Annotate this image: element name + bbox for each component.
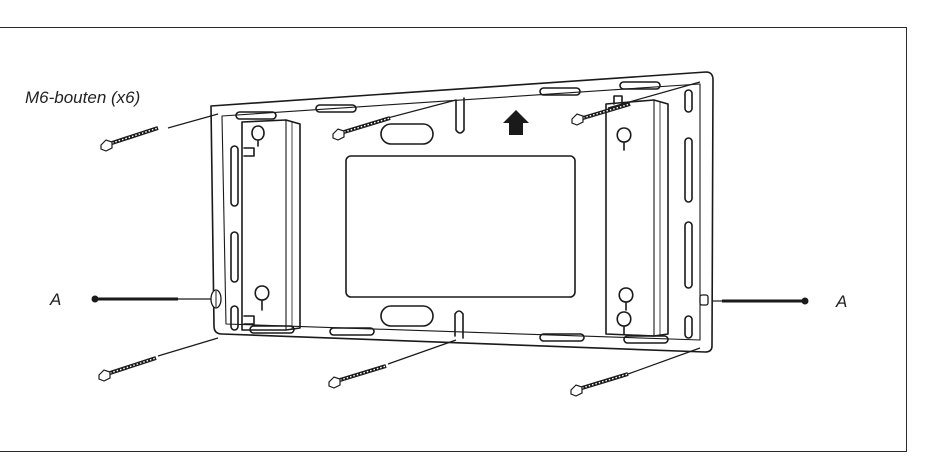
right-keyhole-mid — [618, 287, 634, 311]
frame-bottom-border — [0, 451, 907, 452]
pin-icon — [91, 289, 222, 309]
left-keyhole-bottom — [254, 285, 270, 311]
top-edge-slot — [539, 87, 581, 96]
bolt-icon — [100, 126, 159, 152]
leader-line — [167, 113, 219, 129]
pin-icon — [699, 294, 809, 306]
bottom-edge-slot — [623, 335, 669, 344]
right-side-slot — [684, 221, 693, 289]
top-center-notch — [455, 97, 465, 134]
upper-slot — [380, 123, 434, 145]
top-edge-slot — [315, 104, 357, 113]
leader-line — [607, 81, 701, 109]
right-keyhole-top — [616, 127, 632, 151]
left-side-slot — [230, 305, 239, 331]
left-side-slot — [230, 231, 239, 283]
left-rail-hook-bottom — [243, 315, 255, 325]
leader-line — [379, 99, 457, 121]
right-side-slot — [684, 315, 693, 339]
leader-line — [387, 339, 457, 365]
bracket-plate-outline — [210, 71, 714, 353]
pin-a-right-label: A — [836, 292, 848, 311]
top-edge-slot — [235, 111, 277, 120]
lower-slot — [380, 305, 434, 327]
right-side-slot — [684, 137, 693, 203]
bolt-icon — [571, 102, 631, 126]
bolt-icon — [332, 116, 391, 141]
top-edge-slot — [619, 81, 661, 90]
left-keyhole-top — [251, 125, 265, 147]
bolt-icon — [98, 356, 157, 382]
frame-right-border — [906, 27, 907, 452]
leader-line — [157, 337, 219, 357]
right-rail-tab — [613, 95, 623, 105]
right-rail — [605, 99, 669, 337]
bottom-edge-slot — [329, 327, 375, 336]
left-side-slot — [230, 145, 239, 207]
leader-line — [627, 347, 701, 375]
pin-a-left-label: A — [50, 290, 62, 309]
center-window — [345, 155, 576, 298]
left-rail — [241, 119, 301, 331]
bolt-icon — [570, 372, 629, 397]
bolts-label: M6-bouten (x6) — [25, 88, 141, 107]
right-keyhole-bottom — [616, 311, 632, 335]
frame-top-border — [0, 27, 907, 28]
up-arrow-icon — [503, 110, 529, 135]
right-side-slot — [684, 89, 693, 113]
bolt-icon — [328, 364, 387, 389]
bottom-edge-slot — [539, 333, 585, 342]
bottom-center-notch — [454, 310, 464, 339]
left-rail-hook-top — [243, 147, 255, 157]
